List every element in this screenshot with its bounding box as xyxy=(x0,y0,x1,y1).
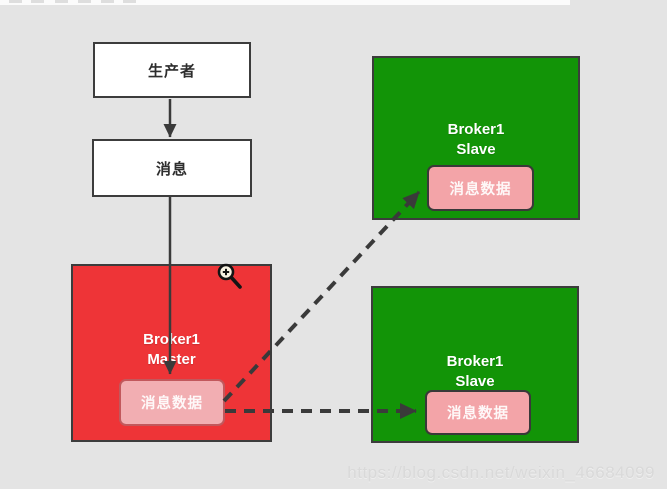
toolbar-icon-fragment xyxy=(123,0,136,3)
message-node[interactable]: 消息 xyxy=(92,139,252,197)
slave1-message-data-box[interactable]: 消息数据 xyxy=(427,165,534,211)
broker1-slave2-node[interactable]: Broker1 Slave 消息数据 xyxy=(371,286,579,443)
toolbar-icon-fragment xyxy=(55,0,68,3)
broker1-slave1-title: Broker1 Slave xyxy=(447,121,505,158)
producer-node[interactable]: 生产者 xyxy=(93,42,251,98)
broker1-master-title: Broker1 Master xyxy=(143,331,200,368)
message-label: 消息 xyxy=(155,160,188,178)
toolbar-icon-fragment xyxy=(78,0,91,3)
toolbar-icon-fragment xyxy=(101,0,114,3)
producer-label: 生产者 xyxy=(147,62,196,80)
csdn-watermark: https://blog.csdn.net/weixin_46684099 xyxy=(347,463,655,482)
broker1-slave1-node[interactable]: Broker1 Slave 消息数据 xyxy=(372,56,580,220)
toolbar-remnant-strip xyxy=(0,0,570,5)
master-message-data-box[interactable]: 消息数据 xyxy=(119,379,225,426)
slave2-message-data-label: 消息数据 xyxy=(447,406,509,422)
broker1-master-node[interactable]: Broker1 Master 消息数据 xyxy=(71,264,272,442)
slave2-message-data-box[interactable]: 消息数据 xyxy=(425,390,531,435)
master-message-data-label: 消息数据 xyxy=(141,396,203,412)
slave1-message-data-label: 消息数据 xyxy=(449,181,512,198)
toolbar-icon-fragment xyxy=(9,0,22,3)
broker1-slave2-title: Broker1 Slave xyxy=(446,353,504,390)
toolbar-icon-fragment xyxy=(31,0,44,3)
